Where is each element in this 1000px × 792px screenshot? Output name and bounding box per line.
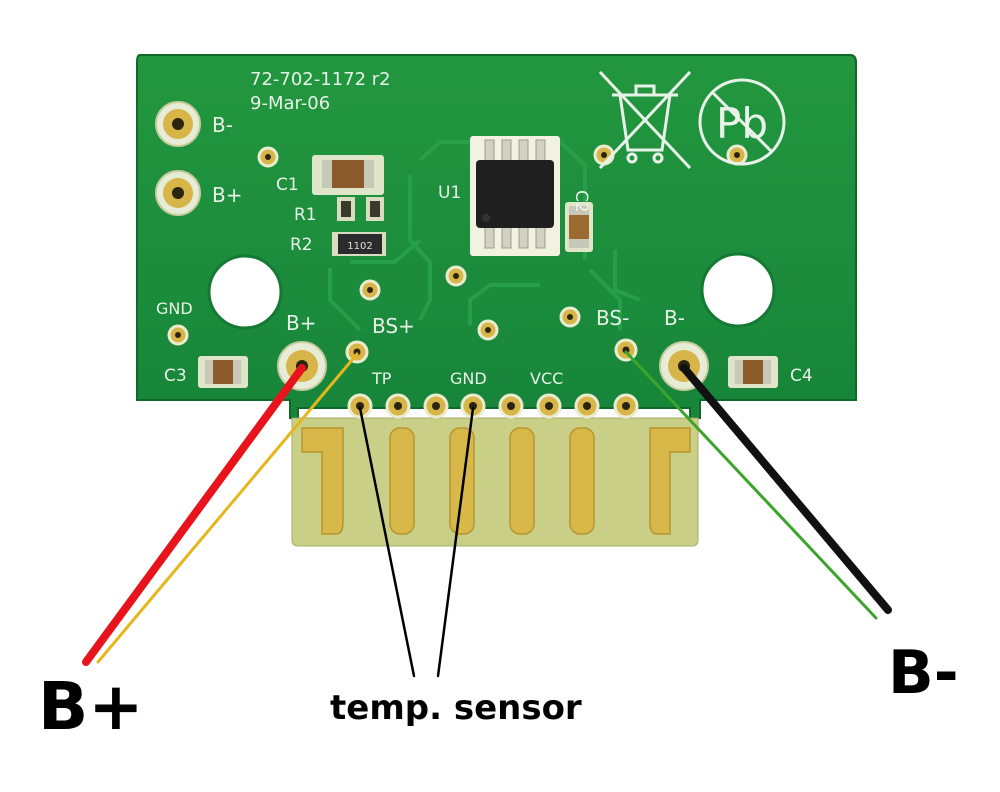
part-number: 72-702-1172 r2 bbox=[250, 69, 391, 90]
svg-text:R1: R1 bbox=[294, 205, 317, 225]
lead-free-icon: Pb bbox=[698, 78, 786, 166]
svg-text:U1: U1 bbox=[438, 183, 461, 203]
svg-text:BS+: BS+ bbox=[372, 314, 415, 338]
mounting-hole-left bbox=[207, 254, 283, 330]
svg-text:B+: B+ bbox=[286, 311, 316, 335]
wires bbox=[82, 350, 892, 678]
pcb-traces bbox=[328, 140, 641, 332]
svg-text:B-: B- bbox=[664, 306, 685, 330]
callout-b-plus: B+ bbox=[38, 668, 144, 745]
mounting-hole-right bbox=[700, 252, 776, 328]
svg-text:C4: C4 bbox=[790, 366, 813, 386]
svg-text:GND: GND bbox=[450, 369, 487, 388]
component-c1 bbox=[312, 155, 384, 195]
svg-text:B-: B- bbox=[212, 113, 233, 137]
weee-bin-icon bbox=[598, 70, 692, 170]
temp-sensor-lead-1 bbox=[358, 406, 416, 678]
component-r2: 1102 bbox=[332, 232, 386, 256]
silkscreen-labels: 72-702-1172 r2 9-Mar-06 B- B+ C1 R1 R2 U… bbox=[156, 69, 813, 388]
svg-text:BS-: BS- bbox=[596, 306, 629, 330]
temp-sensor-lead-2 bbox=[436, 406, 475, 678]
component-r1 bbox=[337, 197, 384, 221]
component-c4 bbox=[728, 356, 778, 388]
component-c2 bbox=[565, 202, 593, 252]
small-pad-holes bbox=[175, 152, 740, 356]
svg-text:C3: C3 bbox=[164, 366, 187, 386]
wire-bs-minus-green bbox=[624, 350, 878, 620]
component-u1-chip bbox=[470, 136, 560, 256]
svg-text:C1: C1 bbox=[276, 175, 299, 195]
wire-b-plus-red bbox=[82, 364, 306, 666]
svg-text:TP: TP bbox=[371, 369, 392, 388]
connector-row-holes bbox=[356, 402, 630, 410]
edge-connector-substrate bbox=[291, 417, 699, 547]
component-c3 bbox=[198, 356, 248, 388]
wire-bs-plus-yellow bbox=[96, 352, 359, 664]
svg-text:GND: GND bbox=[156, 299, 193, 318]
callout-temp-sensor: temp. sensor bbox=[330, 688, 582, 728]
svg-text:1102: 1102 bbox=[347, 241, 372, 252]
svg-text:VCC: VCC bbox=[530, 369, 563, 388]
svg-text:Pb: Pb bbox=[716, 99, 768, 148]
svg-text:C2: C2 bbox=[571, 190, 591, 213]
mounting-holes bbox=[207, 252, 776, 330]
svg-text:R2: R2 bbox=[290, 235, 313, 255]
svg-text:B+: B+ bbox=[212, 183, 242, 207]
board-date: 9-Mar-06 bbox=[250, 93, 330, 114]
callout-b-minus: B- bbox=[888, 638, 959, 708]
wire-b-minus-black bbox=[680, 364, 892, 614]
